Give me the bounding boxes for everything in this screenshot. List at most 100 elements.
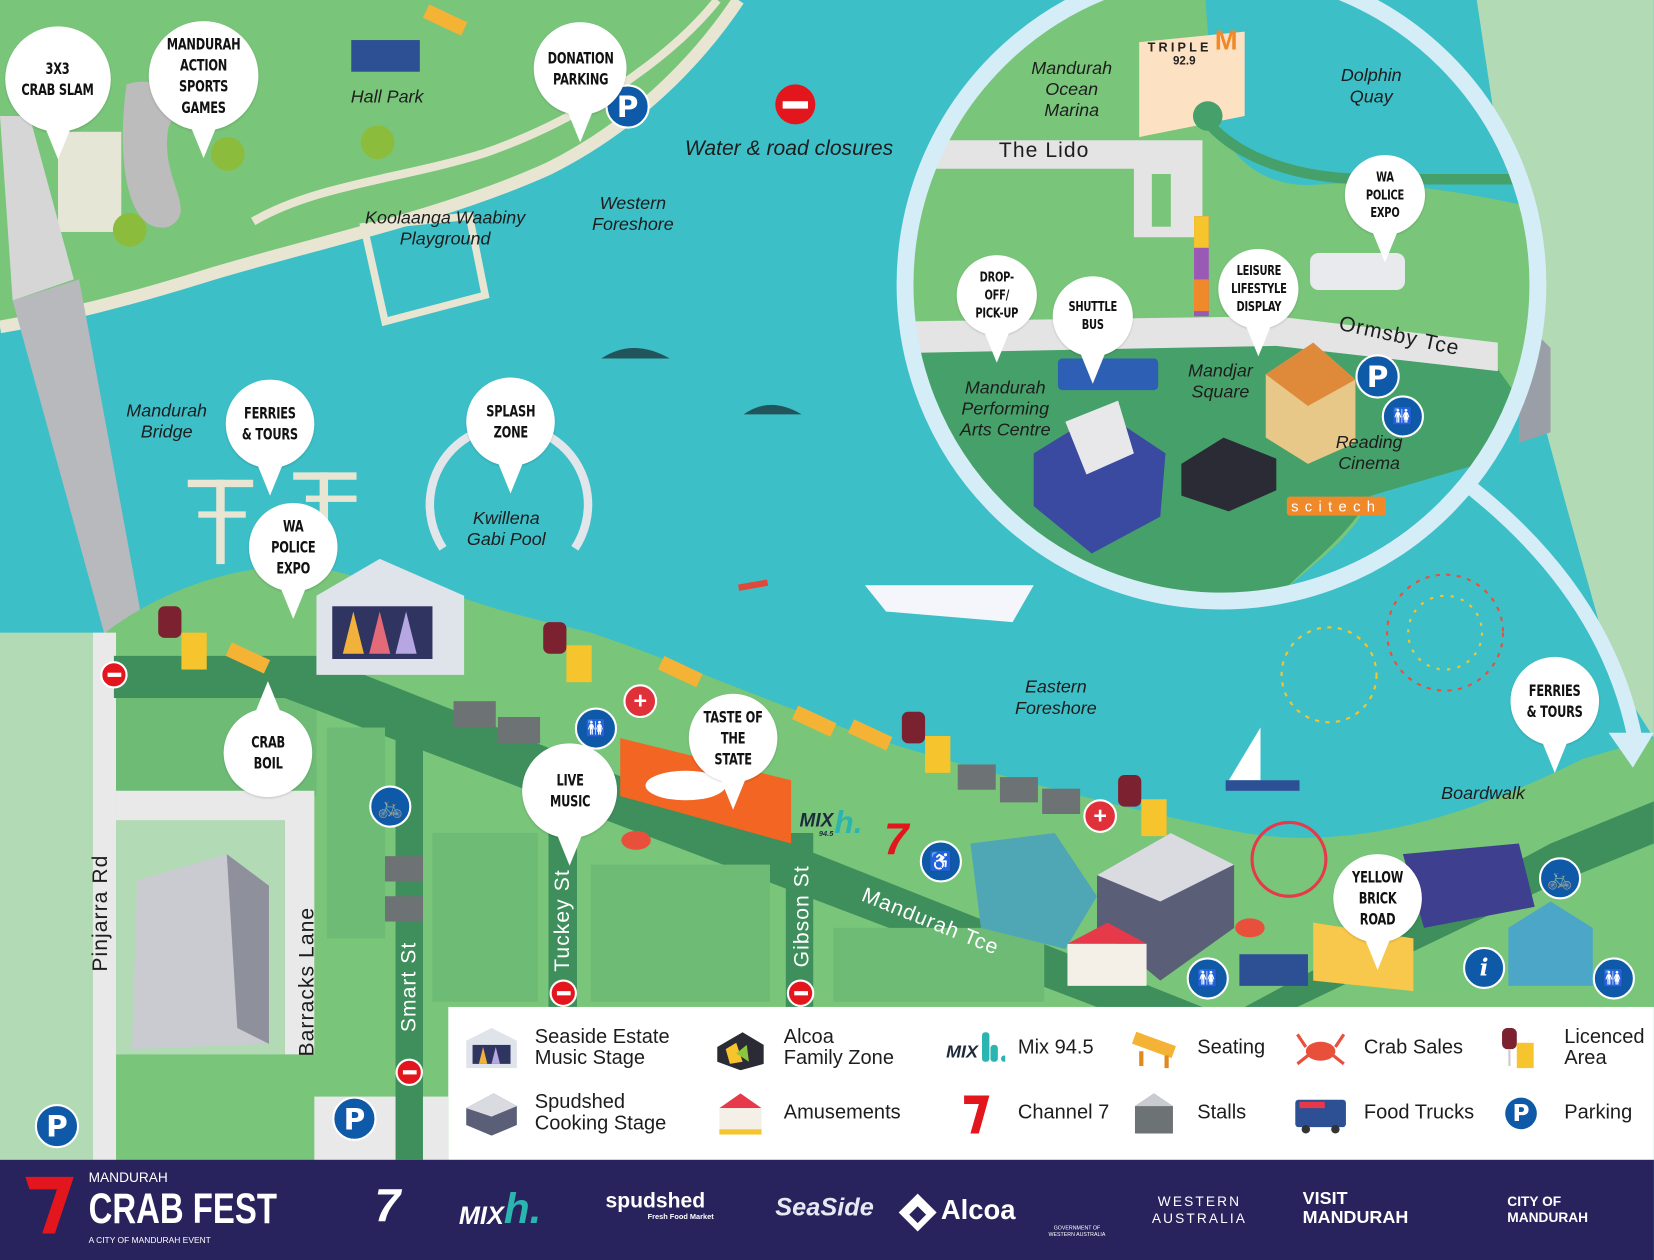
inset-callout-drop-off-pick-up[interactable]: DROP-OFF/ PICK-UP: [956, 255, 1037, 363]
wine-beer-icon: [1490, 1026, 1551, 1070]
callout-pointer: [279, 585, 307, 619]
food-plate: [645, 770, 726, 801]
crab: [621, 830, 651, 850]
place-dolphin-quay: Dolphin Quay: [1340, 65, 1402, 107]
callout-label: FERRIES & TOURS: [1526, 681, 1583, 722]
picnic-table-icon: [1123, 1026, 1184, 1070]
legend-item-cooking-stage: Spudshed Cooking Stage: [461, 1091, 666, 1136]
stall-group: [385, 701, 1081, 922]
crab-icon: [1290, 1026, 1351, 1070]
place-hall-park: Hall Park: [350, 86, 424, 107]
inset-callout-wa-police-expo[interactable]: WA POLICE EXPO: [1344, 154, 1426, 263]
inset-callout-shuttle-bus[interactable]: SHUTTLE BUS: [1052, 276, 1133, 384]
parking-icon[interactable]: P: [1355, 354, 1400, 399]
sponsor-city-of-mandurah: CITY OF MANDURAH: [1507, 1193, 1589, 1226]
parking-icon: P: [1490, 1091, 1551, 1135]
playground-boundary: [359, 212, 490, 327]
sponsor-western-australia: WESTERN AUSTRALIA: [1151, 1193, 1248, 1227]
inset-connector: [1456, 473, 1643, 740]
parking-icon[interactable]: P: [332, 1096, 377, 1141]
legend-item-licenced-area: Licenced Area: [1490, 1026, 1644, 1070]
map-legend: Seaside Estate Music Stage Alcoa Family …: [448, 1006, 1654, 1160]
food-truck: [1239, 954, 1308, 986]
street-the-lido: The Lido: [998, 139, 1090, 163]
place-mandjar-square: Mandjar Square: [1188, 360, 1253, 402]
street-pinjarra-rd: Pinjarra Rd: [89, 854, 113, 972]
callout-ferries-tours[interactable]: FERRIES & TOURS: [225, 379, 315, 496]
callout-yellow-brick-road[interactable]: YELLOW BRICK ROAD: [1333, 854, 1422, 971]
street-gibson-st: Gibson St: [790, 865, 814, 968]
parking-icon[interactable]: P: [34, 1103, 80, 1149]
callout-pointer: [496, 459, 525, 494]
closures-label: Water & road closures: [684, 137, 894, 161]
food-truck: [351, 40, 420, 72]
legend-item-channel7: Channel 7: [944, 1091, 1109, 1135]
place-boardwalk: Boardwalk: [1441, 783, 1525, 804]
callout-wa-police-expo[interactable]: WA POLICE EXPO: [248, 502, 338, 619]
barracks-lane: [116, 790, 315, 1055]
sponsor-seaside: SeaSide: [775, 1193, 874, 1223]
road-closure-icon: [786, 979, 815, 1007]
closure-icon: [775, 84, 816, 125]
callout-pointer: [254, 681, 282, 715]
place-reading-cinema: Reading Cinema: [1335, 432, 1403, 474]
land-west: [0, 632, 93, 1160]
triple-m-freq: 92.9: [1172, 54, 1196, 68]
svg-text:MIX: MIX: [946, 1042, 979, 1062]
callout-action-sports-games[interactable]: MANDURAH ACTION SPORTS GAMES: [148, 21, 259, 159]
info-icon[interactable]: i: [1463, 946, 1506, 990]
legend-item-food-trucks: Food Trucks: [1290, 1091, 1474, 1135]
arrow-head: [1608, 732, 1654, 768]
triple-m-mark: M: [1214, 24, 1238, 56]
legend-item-music-stage: Seaside Estate Music Stage: [461, 1026, 670, 1070]
place-mandurah-bridge: Mandurah Bridge: [126, 400, 208, 442]
callout-pointer: [1541, 739, 1569, 773]
callout-crab-boil[interactable]: CRAB BOIL: [223, 681, 313, 798]
road-closure-icon: [100, 661, 128, 689]
toilets-icon: 🚻: [1381, 395, 1424, 438]
callout-pointer: [1244, 322, 1273, 357]
road-closure-icon: [549, 979, 577, 1007]
legend-label: Amusements: [783, 1101, 901, 1124]
ferris-wheel: [1250, 820, 1328, 898]
tree: [210, 137, 245, 171]
callout-label: WA POLICE EXPO: [1365, 169, 1405, 221]
callout-label: CRAB BOIL: [251, 732, 285, 773]
callout-live-music[interactable]: LIVE MUSIC: [522, 743, 618, 866]
sponsor-alcoa: Alcoa: [940, 1193, 1016, 1226]
jetty: [187, 472, 357, 565]
blocks: [326, 727, 1045, 1002]
callout-ferries-tours-east[interactable]: FERRIES & TOURS: [1510, 656, 1600, 773]
bridge-approach: [0, 115, 74, 301]
legend-label: Channel 7: [1017, 1101, 1110, 1124]
callout-taste-of-the-state[interactable]: TASTE OF THE STATE: [688, 693, 778, 810]
callout-pointer: [189, 124, 218, 159]
callout-pointer: [1079, 350, 1107, 384]
tree: [360, 125, 395, 160]
stage-light: [342, 611, 364, 654]
road-closure-icon: [395, 1058, 423, 1087]
inset-callout-leisure-lifestyle-display[interactable]: LEISURE LIFESTYLE DISPLAY: [1218, 248, 1299, 357]
carpark-side: [226, 854, 269, 1044]
alcoa-logo-icon: [898, 1193, 937, 1232]
callout-donation-parking[interactable]: DONATION PARKING: [533, 22, 627, 143]
legend-label: Stalls: [1197, 1101, 1247, 1124]
legend-label: Parking: [1564, 1101, 1633, 1124]
callout-pointer: [1363, 936, 1392, 971]
sponsor-channel7: 7: [374, 1179, 401, 1232]
visitor-centre: [1508, 901, 1593, 986]
callout-splash-zone[interactable]: SPLASH ZONE: [466, 377, 555, 494]
legend-item-parking: P Parking: [1490, 1091, 1632, 1135]
callout-3x3-crab-slam[interactable]: 3X3 CRAB SLAM: [5, 26, 111, 160]
carousel-icon: [710, 1091, 771, 1135]
park-path: [251, 0, 721, 226]
scitech-logo: scitech: [1286, 496, 1386, 516]
skate-park: [122, 81, 181, 228]
crab: [1235, 918, 1265, 938]
speedboat: [864, 585, 1034, 623]
brand-top: MANDURAH: [88, 1169, 168, 1186]
triple-m-logo: TRIPLE M 92.9: [1148, 25, 1238, 68]
